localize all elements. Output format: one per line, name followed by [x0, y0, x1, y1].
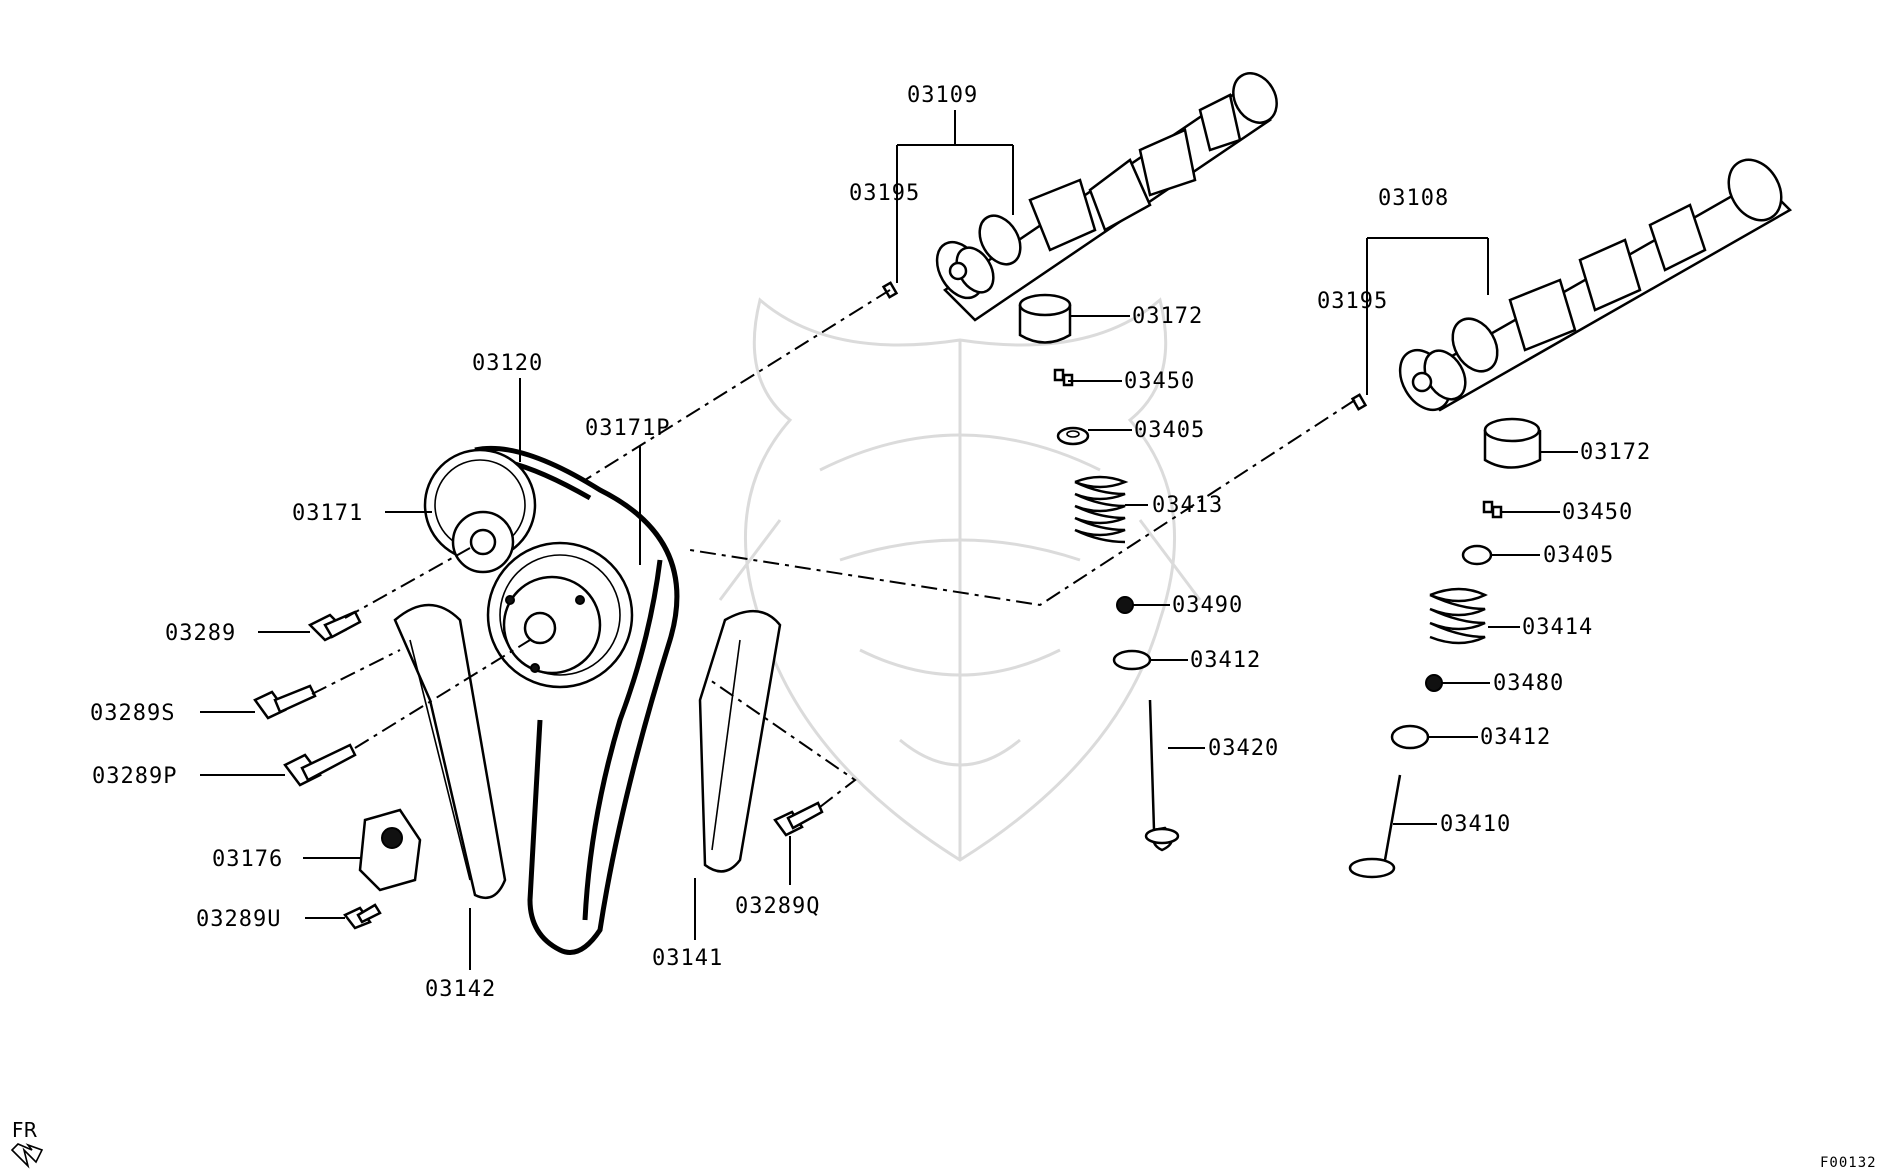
label-03195-left[interactable]: 03195: [849, 181, 920, 206]
valve-left: [1144, 699, 1180, 852]
label-03108[interactable]: 03108: [1378, 186, 1449, 211]
camshaft-intake: [935, 72, 1278, 322]
label-03405-right[interactable]: 03405: [1543, 543, 1614, 568]
seal-left: [1116, 596, 1134, 614]
chain-guide-03142: [393, 603, 507, 900]
centerline-03289P: [354, 639, 531, 749]
spring-left: [1074, 475, 1129, 544]
centerline-pin-right: [689, 399, 1356, 607]
label-03109[interactable]: 03109: [907, 83, 978, 108]
label-03289S[interactable]: 03289S: [90, 701, 175, 726]
leader-lines: [200, 110, 1578, 970]
part-labels: 03109 03195 03108 03195 03172 03450 0340…: [90, 83, 1651, 1002]
front-direction-indicator: FR: [10, 1118, 44, 1169]
label-03195-right[interactable]: 03195: [1317, 289, 1388, 314]
bolt-03289S: [253, 684, 317, 720]
label-03490[interactable]: 03490: [1172, 593, 1243, 618]
label-03120[interactable]: 03120: [472, 351, 543, 376]
label-03289U[interactable]: 03289U: [196, 907, 281, 932]
label-03450-right[interactable]: 03450: [1562, 500, 1633, 525]
label-03171[interactable]: 03171: [292, 501, 363, 526]
label-03450-left[interactable]: 03450: [1124, 369, 1195, 394]
label-03171P[interactable]: 03171P: [585, 416, 670, 441]
label-03405-left[interactable]: 03405: [1134, 418, 1205, 443]
label-03410[interactable]: 03410: [1440, 812, 1511, 837]
chain-guide-03141: [698, 609, 782, 873]
label-03412-right[interactable]: 03412: [1480, 725, 1551, 750]
vvt-sprocket: [486, 541, 634, 689]
intake-sprocket: [423, 448, 537, 574]
label-03412-left[interactable]: 03412: [1190, 648, 1261, 673]
valve-right: [1348, 774, 1402, 879]
label-03176[interactable]: 03176: [212, 847, 283, 872]
bolt-03289Q: [773, 801, 824, 837]
camshaft-exhaust: [1398, 158, 1793, 412]
bolt-03289P: [283, 743, 357, 787]
keeper-left: [1053, 368, 1074, 387]
seat-right: [1390, 724, 1430, 750]
retainer-left: [1056, 426, 1090, 446]
lifter-left: [1018, 293, 1072, 344]
centerline-03289S: [311, 649, 401, 695]
label-03414[interactable]: 03414: [1522, 615, 1593, 640]
direction-arrow-icon: [10, 1143, 44, 1169]
centerline-pin-left: [584, 289, 891, 481]
label-03172-right[interactable]: 03172: [1580, 440, 1651, 465]
diagram-code: F00132: [1820, 1155, 1877, 1171]
dowel-pin-right: [1350, 393, 1368, 411]
centerline-03289: [344, 547, 471, 619]
label-03141[interactable]: 03141: [652, 946, 723, 971]
label-03289Q[interactable]: 03289Q: [735, 894, 820, 919]
seat-left: [1112, 649, 1152, 671]
bolt-03289U: [343, 903, 382, 930]
spring-right: [1429, 587, 1488, 645]
label-03142[interactable]: 03142: [425, 977, 496, 1002]
label-03289[interactable]: 03289: [165, 621, 236, 646]
chain-tensioner: [358, 808, 422, 892]
centerline-03289Q: [709, 679, 857, 808]
label-03420[interactable]: 03420: [1208, 736, 1279, 761]
front-label: FR: [12, 1118, 38, 1142]
label-03172-left[interactable]: 03172: [1132, 304, 1203, 329]
label-03413[interactable]: 03413: [1152, 493, 1223, 518]
label-03480[interactable]: 03480: [1493, 671, 1564, 696]
label-03289P[interactable]: 03289P: [92, 764, 177, 789]
seal-right: [1425, 674, 1443, 692]
lifter-right: [1483, 417, 1542, 469]
bolt-03289: [307, 610, 362, 642]
keeper-right: [1482, 500, 1503, 519]
retainer-right: [1461, 544, 1493, 566]
